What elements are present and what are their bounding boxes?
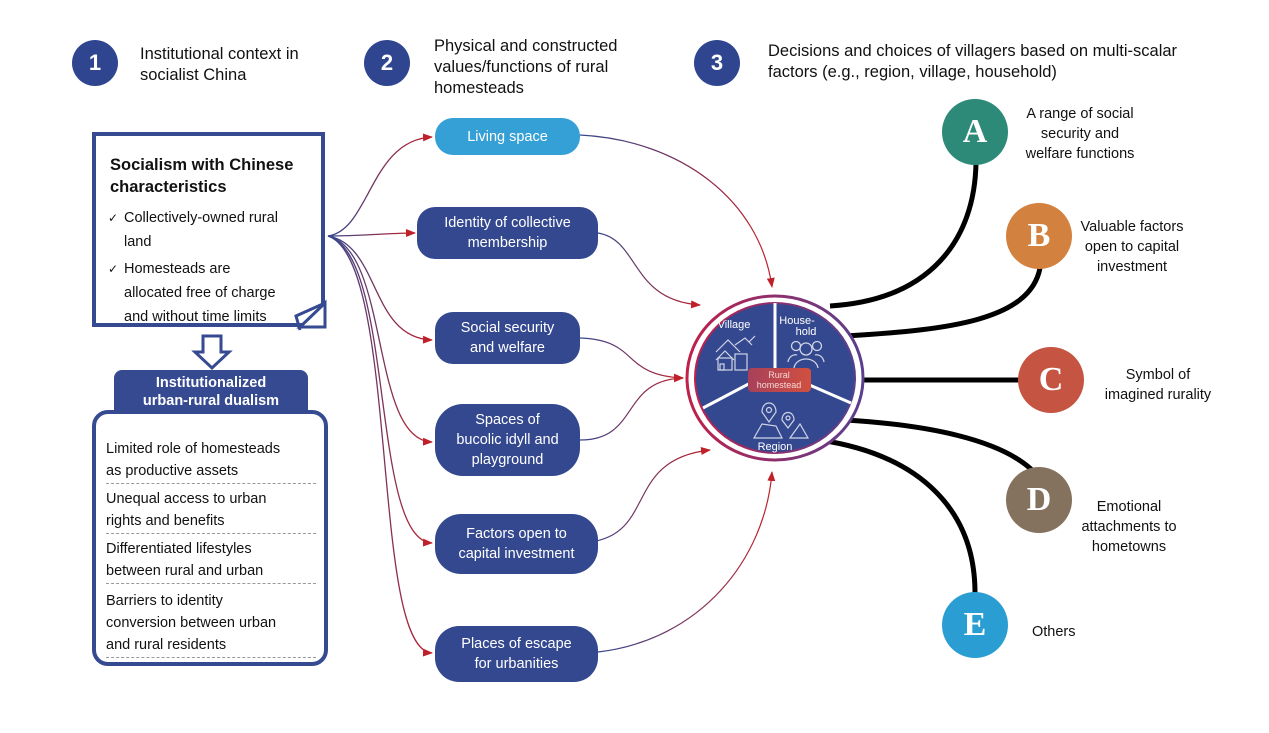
checkmark-icon: ✓ <box>108 262 119 276</box>
svg-text:hold: hold <box>796 326 817 338</box>
outcome-d-badge: D <box>1006 467 1072 533</box>
outcome-e-badge: E <box>942 592 1008 658</box>
arrow-living-to-center <box>579 134 775 288</box>
step-1-badge: 1 <box>72 40 118 86</box>
segment-region-label: Region <box>758 441 793 453</box>
arrow-social-to-center <box>579 337 684 382</box>
arrow-escape-to-center <box>597 471 776 653</box>
outcome-c-badge: C <box>1018 347 1084 413</box>
outcome-b-badge: B <box>1006 203 1072 269</box>
arrow-to-living-space <box>327 133 433 237</box>
arrow-to-escape <box>327 235 433 657</box>
arrow-to-bucolic <box>327 235 433 446</box>
line-to-outcome-a <box>829 161 979 309</box>
step-3-title: Decisions and choices of villagers based… <box>768 42 1178 81</box>
rural-homestead-wheel: Village House- hold Region <box>685 294 865 462</box>
arrow-to-social-security <box>327 235 433 344</box>
outcome-e-label: Others <box>1032 624 1076 640</box>
arrow-factors-to-center <box>579 447 711 544</box>
arrow-identity-to-center <box>597 232 701 309</box>
svg-text:Rural: Rural <box>768 370 790 380</box>
segment-village-label: Village <box>718 319 751 331</box>
outcome-a-badge: A <box>942 99 1008 165</box>
village-houses-icon <box>715 335 756 371</box>
line-to-outcome-b <box>844 267 1043 339</box>
segment-household-label: House- <box>779 315 815 327</box>
function-living-space: Living space <box>435 118 580 155</box>
region-map-pins-icon <box>752 402 810 439</box>
line-to-outcome-d <box>844 417 1034 472</box>
line-to-outcome-e <box>819 437 978 594</box>
arrow-bucolic-to-center <box>579 374 684 441</box>
rural-homestead-core <box>748 368 811 392</box>
household-people-icon <box>787 340 825 369</box>
checkmark-icon: ✓ <box>108 211 119 225</box>
arrow-to-identity <box>327 229 416 238</box>
svg-text:homestead: homestead <box>757 380 802 390</box>
arrow-to-factors <box>327 235 433 547</box>
step-3-badge: 3 <box>694 40 740 86</box>
step-2-badge: 2 <box>364 40 410 86</box>
